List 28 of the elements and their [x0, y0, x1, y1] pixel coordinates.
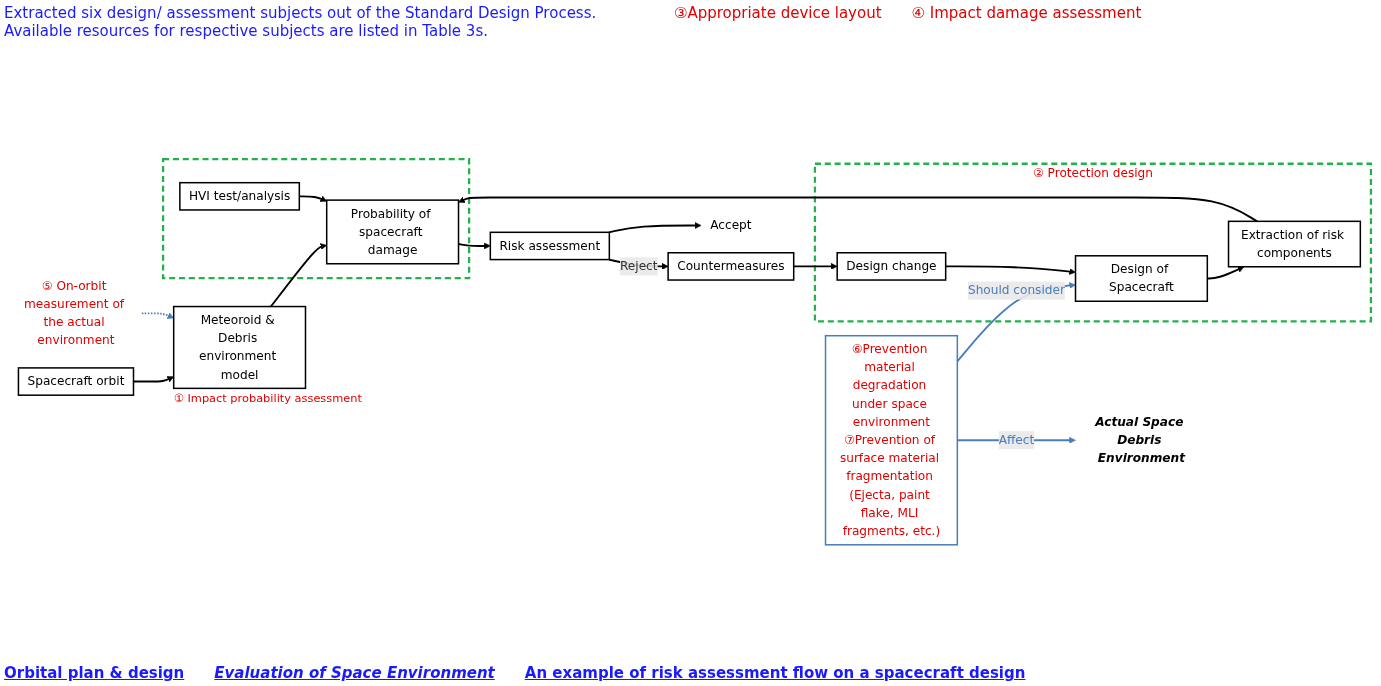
annotation: ③Appropriate device layout: [674, 4, 882, 22]
node-box: Design of Spacecraft: [1074, 255, 1209, 302]
node-box: Risk assessment: [489, 231, 611, 261]
node-box: Spacecraft orbit: [17, 367, 135, 396]
node-box: Countermeasures: [667, 252, 795, 281]
edge-label: Affect: [998, 432, 1035, 448]
section-heading: Evaluation of Space Environment: [214, 664, 495, 682]
node-box: Meteoroid & Debris environment model: [172, 305, 307, 390]
edge-label: Should consider: [967, 283, 1065, 298]
cluster: [161, 158, 471, 280]
node-text: ⑤ On-orbit measurement of the actual environment: [23, 278, 125, 348]
node-box: Probability of spacecraft damage: [325, 199, 460, 265]
annotation: ④ Impact damage assessment: [911, 4, 1142, 22]
edge-label: Reject: [619, 258, 658, 274]
section-heading: An example of risk assessment flow on a spacecraft design: [524, 664, 1026, 682]
section-heading: Orbital plan & design: [4, 664, 185, 682]
arrow: [269, 243, 327, 308]
top-note: Extracted six design/ assessment subjects out of the Standard Design Process. Available resources for respective subjects are listed in Table 3s.: [4, 4, 598, 40]
node-text: Actual Space Debris Environment: [1095, 414, 1185, 466]
annotation: ① Impact probability assessment: [173, 391, 362, 405]
arrow: [140, 312, 174, 319]
node-box: HVI test/analysis: [179, 181, 301, 211]
node-box: Extraction of risk components: [1227, 220, 1362, 268]
arrow: [608, 222, 702, 234]
node-box: Design change: [836, 252, 947, 281]
arrow: [458, 196, 1259, 223]
node-box: ⑥Prevention material degradation under space environment ⑦Prevention of surface material fragmentation (Ejecta, paint flake, MLI fragments, etc.): [824, 334, 959, 546]
node-text: Accept: [710, 217, 752, 233]
